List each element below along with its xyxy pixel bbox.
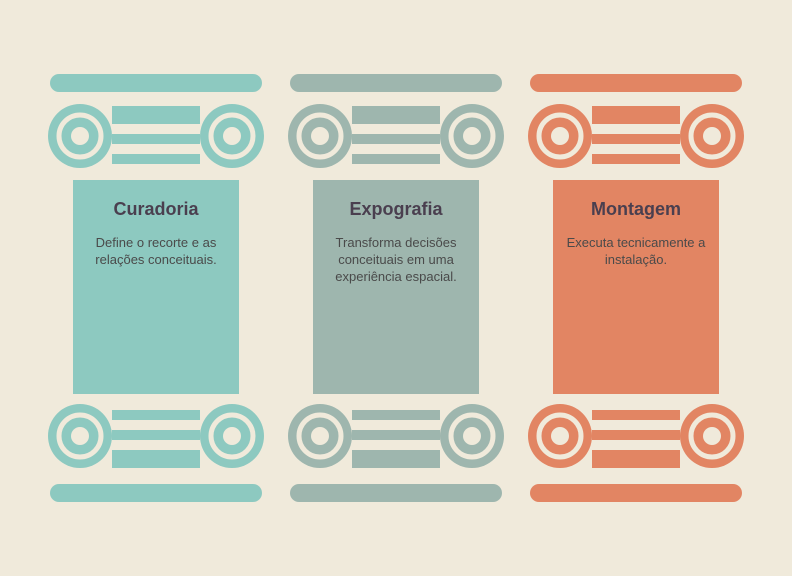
column-title: Curadoria (113, 199, 199, 219)
column-title: Expografia (349, 199, 443, 219)
pillar-icon (528, 74, 744, 502)
column-montagem: Montagem Executa tecnicamente a instalaç… (528, 70, 744, 506)
pillar-icon (48, 74, 264, 502)
column-description: Executa tecnicamente a instalação. (566, 235, 706, 267)
column-curadoria: Curadoria Define o recorte e as relações… (48, 70, 264, 506)
column-description: Define o recorte e as relações conceitua… (95, 235, 217, 267)
column-expografia: Expografia Transforma decisões conceitua… (288, 70, 504, 506)
column-description: Transforma decisões conceituais em uma e… (335, 235, 457, 284)
pillar-icon (288, 74, 504, 502)
column-title: Montagem (591, 199, 681, 219)
